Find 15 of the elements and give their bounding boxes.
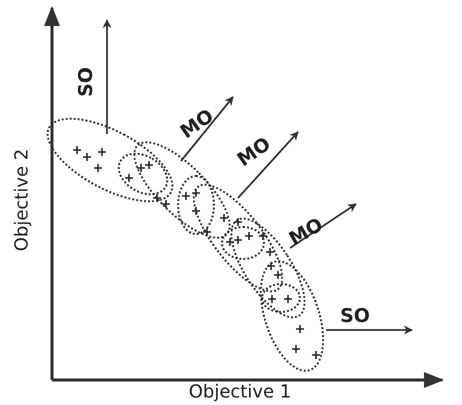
cluster-ellipse bbox=[177, 175, 215, 235]
cluster-ellipse bbox=[221, 226, 265, 260]
edge-label: MO bbox=[285, 214, 327, 250]
arrow bbox=[290, 203, 357, 249]
axis-label: Objective 1 bbox=[188, 382, 292, 402]
arrow bbox=[237, 131, 299, 199]
arrow bbox=[180, 96, 234, 162]
arrow bbox=[326, 326, 413, 334]
edge-label: SO bbox=[75, 67, 97, 97]
cluster-ellipse bbox=[261, 283, 301, 313]
axis-label: Objective 2 bbox=[12, 148, 32, 252]
edge-label: MO bbox=[176, 104, 218, 144]
edge-label: SO bbox=[340, 305, 370, 327]
edge-label: MO bbox=[233, 132, 275, 172]
arrow bbox=[102, 19, 112, 134]
